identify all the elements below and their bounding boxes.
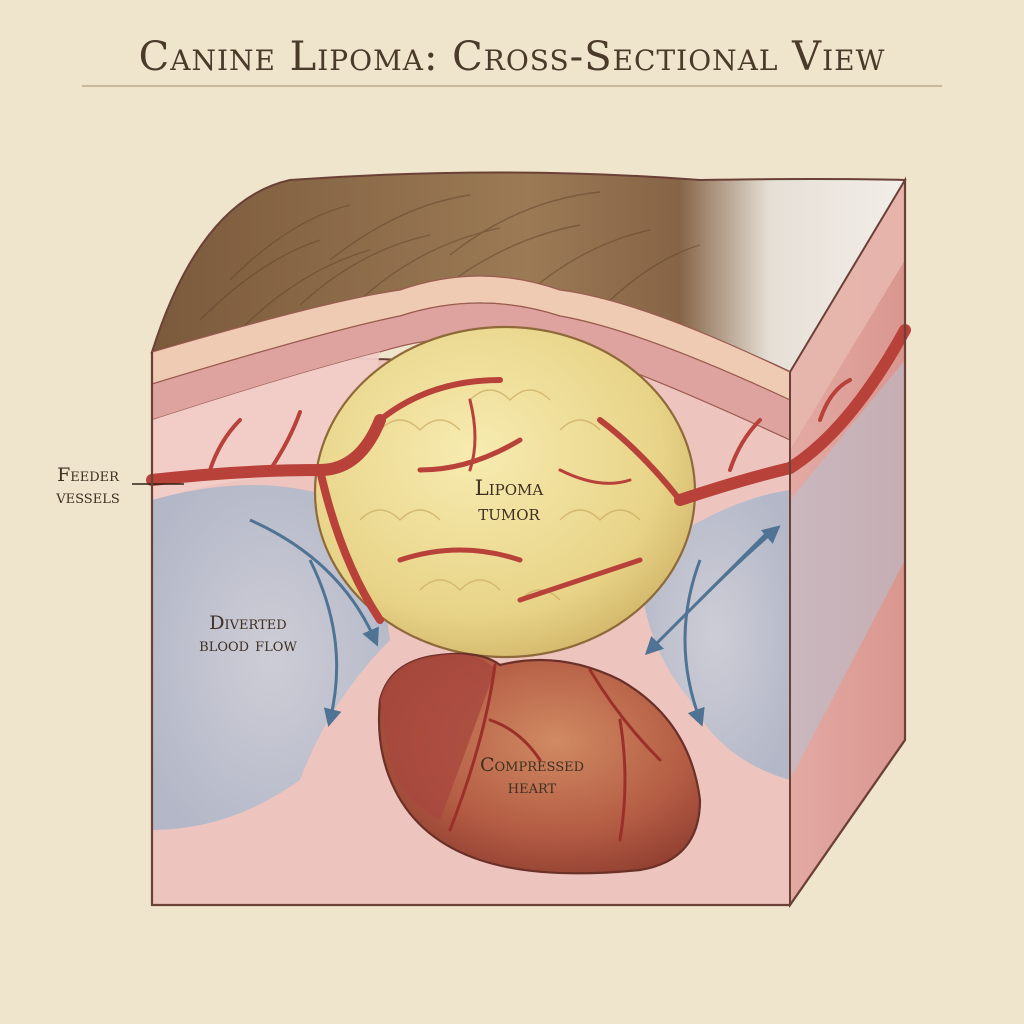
- diagram-title: Canine Lipoma: Cross-Sectional View: [138, 34, 886, 80]
- label-tumor-line2: tumor: [478, 501, 540, 525]
- flow-arrow: [308, 559, 342, 727]
- feeder-vessels: [146, 324, 911, 624]
- label-heart-line1: Compressed: [479, 754, 585, 776]
- label-feeder-line1: Feeder: [57, 464, 119, 486]
- flow-arrows: [249, 518, 781, 727]
- label-lipoma-tumor: Lipoma tumor: [446, 476, 572, 526]
- label-feeder-line2: vessels: [56, 486, 120, 508]
- side-skin-band: [790, 180, 905, 450]
- label-diverted-line2: blood flow: [199, 634, 297, 656]
- label-heart-line2: heart: [507, 776, 557, 798]
- label-diverted-line1: Diverted: [209, 612, 287, 634]
- label-feeder-vessels: Feeder vessels: [30, 464, 146, 508]
- flow-zone-left: [152, 485, 390, 830]
- coronary-vessels: [448, 663, 662, 842]
- heart-left-chamber: [380, 654, 495, 820]
- flow-arrow: [249, 518, 379, 647]
- flow-arrow: [698, 525, 781, 602]
- label-diverted-blood-flow: Diverted blood flow: [168, 612, 328, 656]
- fur-texture: [199, 191, 701, 331]
- label-tumor-line1: Lipoma: [474, 476, 544, 500]
- flow-arrow: [683, 559, 705, 727]
- lipoma-lobules: [359, 389, 641, 601]
- side-blue-band: [790, 360, 905, 780]
- label-compressed-heart: Compressed heart: [444, 754, 620, 798]
